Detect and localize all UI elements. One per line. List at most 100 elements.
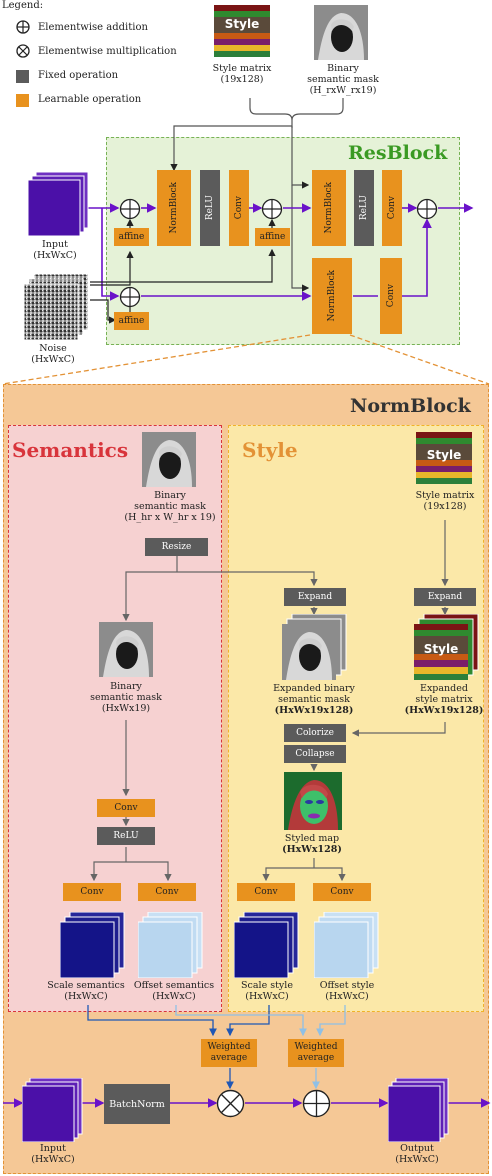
input-tensor: [22, 1078, 84, 1142]
expanded-mask-caption-line3: (HxWx19x128): [274, 705, 354, 716]
expanded-mask-image: [282, 614, 348, 680]
expanded-mask-caption-line1: Expanded binary: [273, 683, 355, 694]
scale-sem-caption-line1: Scale semantics: [47, 980, 125, 991]
sem-mask2-caption-line2: semantic mask: [90, 692, 162, 703]
add-circle-icon: [261, 198, 283, 220]
style-swatch-label: Style: [423, 642, 459, 656]
batchnorm-box: BatchNorm: [104, 1084, 170, 1124]
plus-circle-icon: [16, 20, 30, 34]
styled-map-image: [284, 772, 342, 830]
sem-mask-caption-line3: (H_hr x W_hr x 19): [124, 512, 216, 523]
style-matrix-swatch: Style: [416, 432, 472, 484]
add-circle-icon: [416, 198, 438, 220]
input-caption-line2: (HxWxC): [33, 250, 77, 261]
resize-box: Resize: [145, 538, 208, 556]
relu-label: ReLU: [205, 195, 215, 221]
skip-normblock-box: NormBlock: [312, 258, 352, 334]
add-circle-icon: [119, 198, 141, 220]
conv-label: Conv: [234, 196, 244, 220]
style-matrix-caption-line2: (19x128): [220, 74, 264, 85]
affine-box: affine: [114, 228, 149, 246]
expanded-mask-caption-line2: semantic mask: [278, 694, 350, 705]
style-matrix-caption: Style matrix (19x128): [404, 490, 486, 512]
offset-style-tensor: [314, 912, 380, 978]
normblock-label: NormBlock: [169, 182, 179, 234]
sem-mask2-caption-line1: Binary: [110, 681, 142, 692]
input-caption: Input (HxWxC): [10, 239, 100, 261]
sem-mask-caption-line2: semantic mask: [134, 501, 206, 512]
offset-sem-caption: Offset semantics (HxWxC): [122, 980, 226, 1002]
bottom-input-caption-line1: Input: [40, 1143, 66, 1154]
normblock-box: NormBlock: [312, 170, 346, 246]
expanded-style-caption-line3: (HxWx19x128): [404, 705, 484, 716]
affine-box: affine: [255, 228, 290, 246]
fixed-op-swatch: [16, 70, 29, 83]
relu-label: ReLU: [359, 195, 369, 221]
conv-box: Conv: [237, 883, 295, 901]
times-circle-icon: [16, 44, 30, 58]
styled-map-caption-line2: (HxWx128): [282, 844, 342, 855]
binary-mask-image: [314, 5, 368, 60]
binary-mask-image: [99, 622, 153, 677]
colorize-box: Colorize: [284, 724, 346, 742]
weighted-average-box: Weighted average: [201, 1039, 257, 1067]
noise-caption-line2: (HxWxC): [31, 354, 75, 365]
multiply-circle-icon: [216, 1089, 245, 1118]
style-swatch-label: Style: [224, 17, 260, 31]
conv-label: Conv: [387, 196, 397, 220]
conv-box: Conv: [382, 170, 402, 246]
legend-addition-label: Elementwise addition: [38, 22, 148, 33]
expand-box: Expand: [284, 588, 346, 606]
styled-map-caption: Styled map (HxWx128): [262, 833, 362, 855]
style-matrix-caption: Style matrix (19x128): [200, 63, 284, 85]
expand-box: Expand: [414, 588, 476, 606]
style-swatch-label: Style: [426, 448, 462, 462]
scale-sem-caption-line2: (HxWxC): [64, 991, 108, 1002]
normblock-label: NormBlock: [327, 270, 337, 322]
expanded-style-caption-line1: Expanded: [420, 683, 468, 694]
style-matrix-caption-line1: Style matrix: [415, 490, 475, 501]
mask-caption-line3: (H_rxW_rx19): [309, 85, 377, 96]
relu-box: ReLU: [200, 170, 220, 246]
weighted-average-label-line1: Weighted: [207, 1042, 251, 1052]
binary-mask-image: [142, 432, 196, 487]
sem-mask2-caption: Binary semantic mask (HxWx19): [76, 681, 176, 714]
conv-box: Conv: [313, 883, 371, 901]
conv-box: Conv: [63, 883, 121, 901]
weighted-average-label-line2: average: [210, 1053, 248, 1063]
offset-sem-caption-line2: (HxWxC): [152, 991, 196, 1002]
expanded-style-caption: Expanded style matrix (HxWx19x128): [398, 683, 490, 716]
add-circle-icon: [302, 1089, 331, 1118]
bottom-input-caption-line2: (HxWxC): [31, 1154, 75, 1165]
conv-box: Conv: [97, 799, 155, 817]
semantics-title: Semantics: [12, 438, 129, 462]
sem-mask-caption-line1: Binary: [154, 490, 186, 501]
scale-style-caption-line1: Scale style: [241, 980, 293, 991]
noise-caption-line1: Noise: [39, 343, 67, 354]
normblock-title: NormBlock: [350, 395, 471, 417]
affine-box: affine: [114, 312, 149, 330]
weighted-average-label-line2: average: [297, 1053, 335, 1063]
legend-title: Legend:: [2, 0, 44, 11]
noise-caption: Noise (HxWxC): [8, 343, 98, 365]
style-matrix-swatch: Style: [214, 5, 270, 57]
mask-caption-line2: semantic mask: [307, 74, 379, 85]
skip-conv-box: Conv: [380, 258, 402, 334]
output-caption: Output (HxWxC): [372, 1143, 462, 1165]
legend-learnable-label: Learnable operation: [38, 94, 142, 105]
collapse-box: Collapse: [284, 745, 346, 763]
style-matrix-caption-line2: (19x128): [423, 501, 467, 512]
weighted-average-label-line1: Weighted: [294, 1042, 338, 1052]
sem-mask-caption: Binary semantic mask (H_hr x W_hr x 19): [118, 490, 222, 523]
styled-map-caption-line1: Styled map: [284, 833, 340, 844]
relu-box: ReLU: [354, 170, 374, 246]
mask-caption-line1: Binary: [327, 63, 359, 74]
style-matrix-caption-line1: Style matrix: [212, 63, 272, 74]
conv-box: Conv: [229, 170, 249, 246]
output-caption-line1: Output: [400, 1143, 434, 1154]
legend-fixed-label: Fixed operation: [38, 70, 119, 81]
conv-box: Conv: [138, 883, 196, 901]
noise-tensor: [24, 274, 90, 340]
